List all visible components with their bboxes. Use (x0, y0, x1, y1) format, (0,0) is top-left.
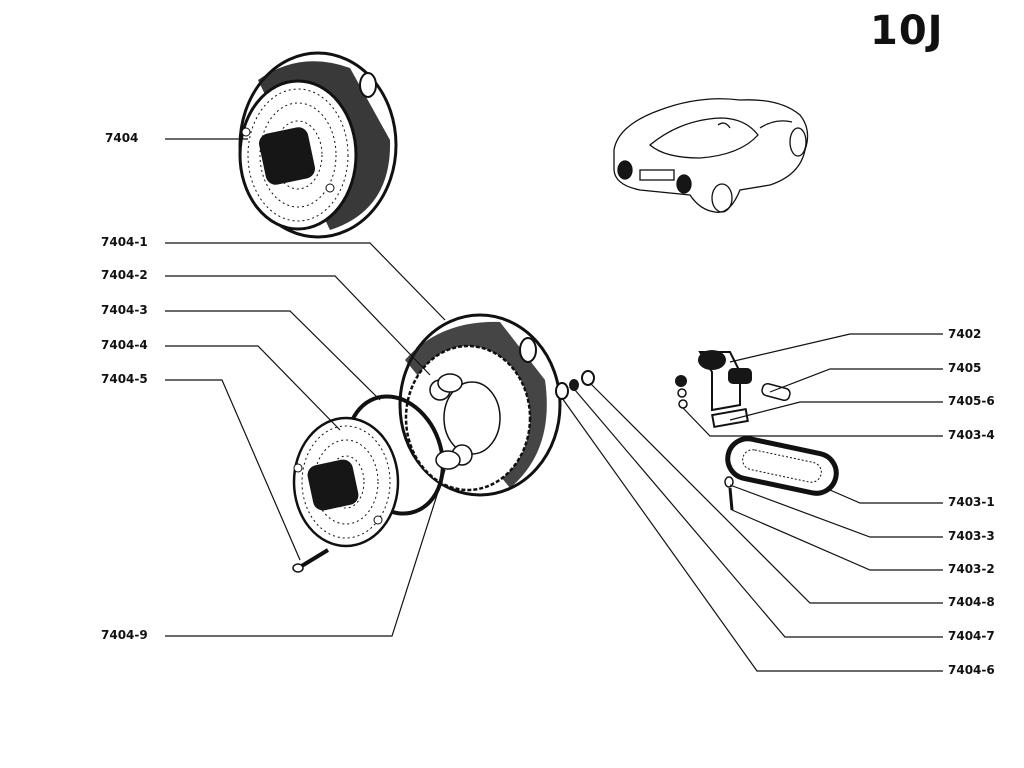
plate-lamp-screw (724, 476, 734, 511)
lamp-housing (398, 313, 562, 497)
label-7404-2: 7404-2 (101, 268, 148, 282)
label-7404-4: 7404-4 (101, 338, 148, 352)
plate-lamp-lens (725, 436, 839, 496)
lamp-lens (292, 416, 400, 548)
washers-and-nuts (555, 370, 595, 400)
leader-lines-right (561, 333, 943, 672)
page-code: 10J (870, 8, 944, 54)
label-7404-1: 7404-1 (101, 235, 148, 249)
label-7402: 7402 (948, 327, 982, 341)
label-7405: 7405 (948, 361, 982, 375)
label-7404-9: 7404-9 (101, 628, 148, 642)
leader-lines-left (165, 138, 446, 637)
label-7403-2: 7403-2 (948, 562, 995, 576)
label-7403-1: 7403-1 (948, 495, 995, 509)
label-7404-3: 7404-3 (101, 303, 148, 317)
bulbs (435, 373, 463, 470)
label-7404-5: 7404-5 (101, 372, 148, 386)
plate-lamp-assembly (675, 350, 791, 429)
assembled-tail-lamp (238, 51, 398, 239)
label-7403-4: 7403-4 (948, 428, 995, 442)
label-7403-3: 7403-3 (948, 529, 995, 543)
label-7404-8: 7404-8 (948, 595, 995, 609)
label-7404-6: 7404-6 (948, 663, 995, 677)
label-7405-6: 7405-6 (948, 394, 995, 408)
lens-screw (292, 548, 330, 573)
label-7404-7: 7404-7 (948, 629, 995, 643)
label-7404: 7404 (105, 131, 139, 145)
car-sketch (613, 98, 809, 213)
